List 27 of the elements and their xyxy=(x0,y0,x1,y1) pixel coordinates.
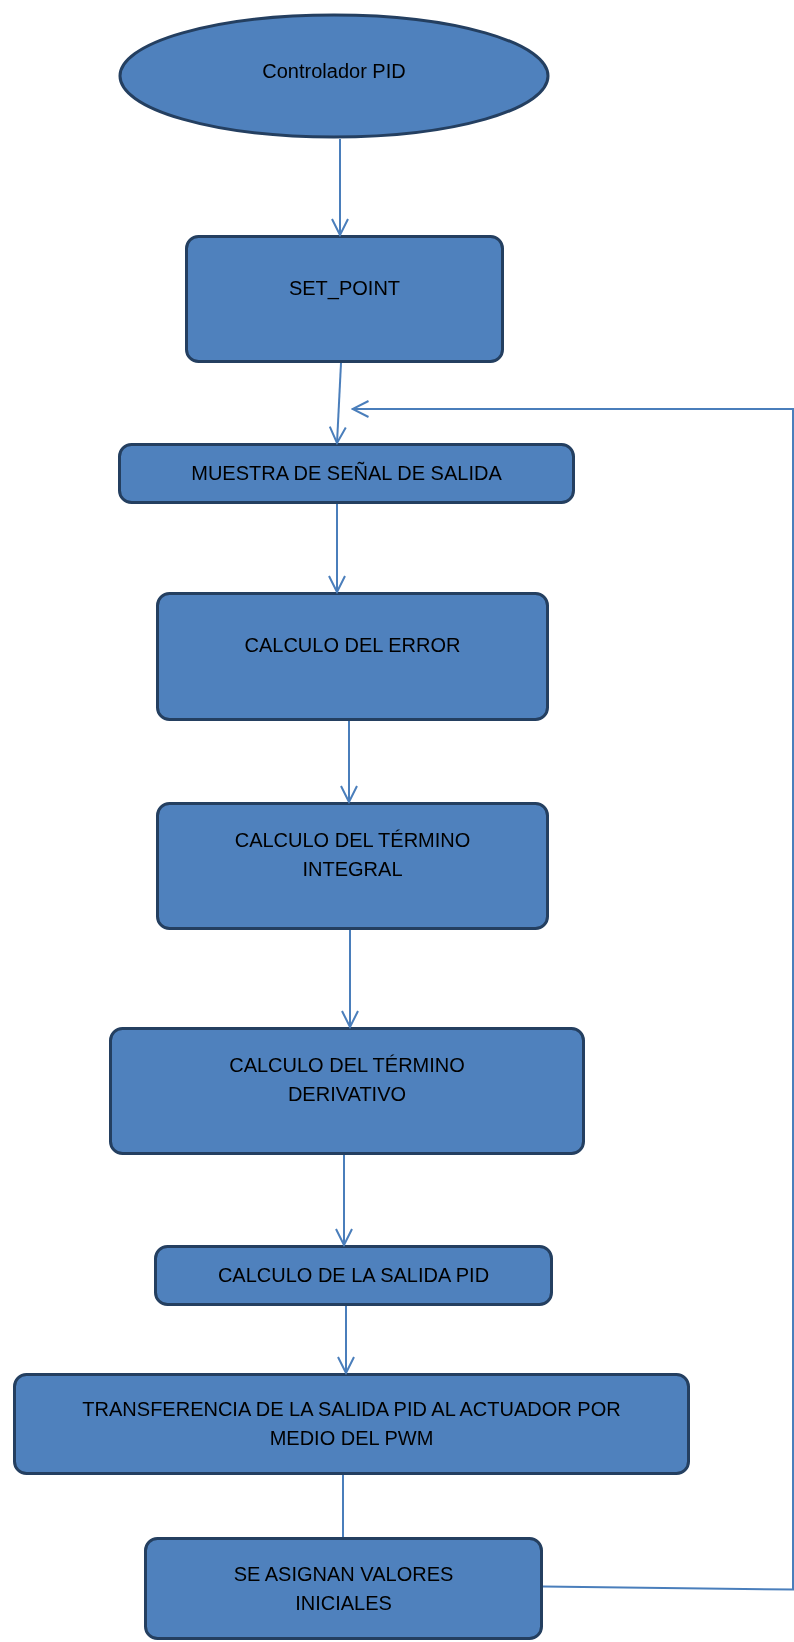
connector-line xyxy=(342,1474,344,1538)
arrow xyxy=(351,400,794,1591)
node-label: CALCULO DEL TÉRMINO DERIVATIVO xyxy=(228,1053,466,1107)
process-box xyxy=(156,802,549,930)
node-label: CALCULO DE LA SALIDA PID xyxy=(216,1263,491,1288)
arrow xyxy=(328,503,346,593)
arrow xyxy=(328,362,347,444)
node-label: CALCULO DEL ERROR xyxy=(243,633,462,658)
node-label: MUESTRA DE SEÑAL DE SALIDA xyxy=(190,460,503,486)
arrow xyxy=(331,138,349,236)
process-box xyxy=(13,1373,690,1475)
process-box xyxy=(109,1027,585,1155)
node-label: Controlador PID xyxy=(261,58,407,84)
arrow xyxy=(341,929,359,1028)
process-box xyxy=(185,235,504,363)
node-label: SET_POINT xyxy=(287,275,402,302)
arrow xyxy=(337,1305,355,1374)
node-label: SE ASIGNAN VALORES INICIALES xyxy=(232,1561,455,1616)
arrow xyxy=(335,1154,353,1246)
process-box xyxy=(156,592,549,721)
process-box xyxy=(144,1537,543,1640)
arrow xyxy=(340,720,358,803)
start-ellipse xyxy=(118,13,550,139)
process-box xyxy=(118,443,575,504)
node-label: TRANSFERENCIA DE LA SALIDA PID AL ACTUADOR POR MEDIO DEL PWM xyxy=(81,1397,622,1451)
node-label: CALCULO DEL TÉRMINO INTEGRAL xyxy=(233,828,472,882)
process-box xyxy=(154,1245,553,1306)
